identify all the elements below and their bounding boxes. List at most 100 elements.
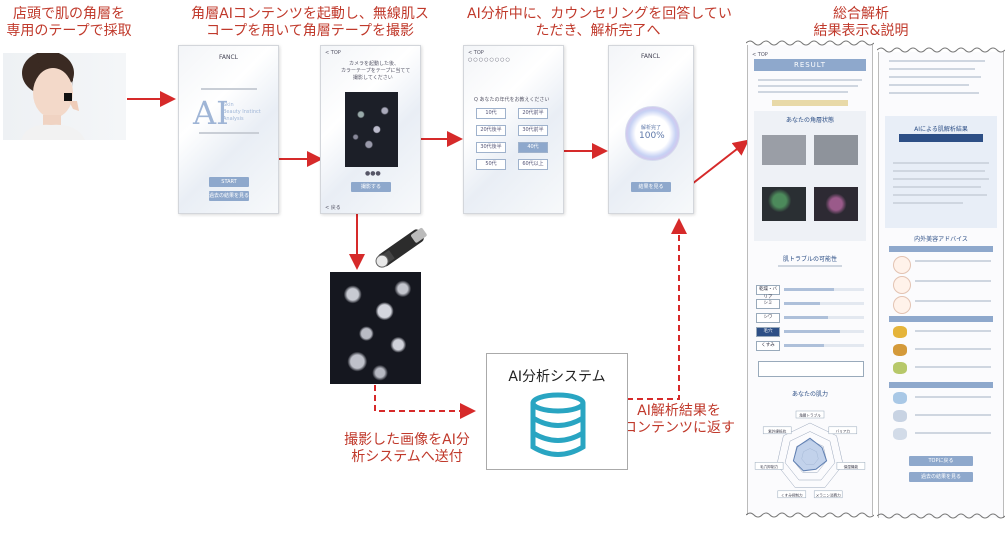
radar-label: 角層トラブル <box>799 413 821 418</box>
age-option[interactable]: 20代後半 <box>476 125 506 136</box>
text-line <box>915 348 991 350</box>
state-heading: あなたの角層状態 <box>785 117 834 124</box>
capture-button[interactable]: 撮影する <box>351 182 391 192</box>
wavy-top-edge <box>746 40 874 46</box>
page-dots: ●●● <box>365 170 381 177</box>
text-line <box>915 260 991 262</box>
trouble-bar <box>784 316 828 319</box>
advice-heading: 内外美容アドバイス <box>914 236 968 243</box>
brand-logo: FANCL <box>641 53 661 60</box>
text-line <box>889 84 969 86</box>
caption-return: AI解析結果を コンテンツに返す <box>621 403 737 437</box>
age-option[interactable]: 40代 <box>518 142 548 153</box>
progress-percent: 100% <box>639 131 665 141</box>
caption-line: 店頭で肌の角層を <box>13 6 125 22</box>
intro-text <box>201 88 257 90</box>
text-line <box>893 194 987 196</box>
brand-logo: FANCL <box>219 54 239 61</box>
face-icon <box>893 276 911 294</box>
camera-preview <box>345 92 398 167</box>
caption-line: 撮影した画像をAI分 <box>344 432 470 448</box>
advice-band-1 <box>889 246 993 252</box>
text-line <box>893 170 985 172</box>
result-title: RESULT <box>793 61 827 69</box>
caption-send: 撮影した画像をAI分 析システムへ送付 <box>339 432 475 466</box>
text-line <box>889 68 975 70</box>
cell-image-2 <box>814 135 858 165</box>
ai-system-box: AI分析システム <box>486 353 628 470</box>
trouble-label: くすみ <box>756 341 780 351</box>
face-icon <box>893 256 911 274</box>
back-to-top-button[interactable]: TOPに戻る <box>909 456 973 466</box>
trouble-label: 毛穴 <box>756 327 780 337</box>
caption-line: 結果表示&説明 <box>813 23 909 39</box>
text-line <box>893 162 989 164</box>
age-option[interactable]: 50代 <box>476 159 506 170</box>
cell-image-1 <box>762 135 806 165</box>
screen-start: FANCL AI Skin Beauty Instinct Analysis S… <box>178 45 279 214</box>
status-label: 解析完了 <box>641 125 662 131</box>
text-line <box>893 186 981 188</box>
caption-step3: AI分析中に、カウンセリングを回答してい ただき、解析完了へ <box>467 6 732 40</box>
screen-capture: < TOP カメラを起動した後、 カラーテープをテープに当てて 撮影してください… <box>320 45 421 214</box>
arrow-screen4-to-result <box>691 139 750 185</box>
view-result-button[interactable]: 結果を見る <box>631 182 671 192</box>
start-button[interactable]: START <box>209 177 249 187</box>
history-button[interactable]: 過去の結果を見る <box>209 191 250 201</box>
caption-step2: 角層AIコンテンツを起動し、無線肌ス コープを用いて角層テープを撮影 <box>186 6 434 40</box>
back-link[interactable]: < TOP <box>468 50 484 56</box>
age-option[interactable]: 30代前半 <box>518 125 548 136</box>
radar-label: バリア力 <box>836 428 851 433</box>
caption-line: 角層AIコンテンツを起動し、無線肌ス <box>191 6 429 22</box>
text-line <box>758 79 862 81</box>
history-button[interactable]: 過去の結果を見る <box>909 472 973 482</box>
radar-area <box>792 437 828 472</box>
screen-complete: FANCL 解析完了 100% 結果を見る <box>608 45 694 214</box>
instruction-line: 撮影してください <box>353 75 393 81</box>
radar-label: 保湿機能 <box>844 464 859 469</box>
skin-scope-device <box>375 227 427 268</box>
radar-label: メラニン消費力 <box>816 492 842 497</box>
subtitle-line: Skin <box>223 102 234 108</box>
ai-result-banner <box>899 134 983 142</box>
instruction-line: カラーテープをテープに当てて <box>341 68 411 74</box>
text-line <box>915 414 991 416</box>
caption-line: AI解析結果を <box>637 403 721 419</box>
text-line <box>915 300 991 302</box>
instruction-line: カメラを起動した後、 <box>349 61 400 67</box>
highlight-bar <box>772 100 848 106</box>
power-heading: あなたの肌力 <box>791 391 828 398</box>
trouble-bar <box>784 330 840 333</box>
radar-grid <box>784 431 836 481</box>
progress-dots: ○○○○○○○○ <box>468 57 511 63</box>
caption-line: AI分析中に、カウンセリングを回答してい <box>467 6 732 22</box>
back-link[interactable]: < TOP <box>325 50 341 56</box>
radar-label-box <box>813 490 843 499</box>
age-option[interactable]: 60代以上 <box>518 159 548 170</box>
caption-line: ただき、解析完了へ <box>535 23 661 39</box>
back-bottom[interactable]: < 戻る <box>325 205 341 211</box>
text-line <box>915 432 991 434</box>
note-box <box>758 361 864 377</box>
radar-label-box <box>777 490 807 499</box>
age-option[interactable]: 20代前半 <box>518 108 548 119</box>
cell-image-3 <box>762 187 806 221</box>
caption-line: コンテンツに返す <box>623 420 735 436</box>
back-link[interactable]: < TOP <box>752 52 768 58</box>
subtitle-line: Analysis <box>223 116 244 122</box>
corneocyte-image <box>330 272 421 384</box>
customer-photo <box>3 53 126 140</box>
caption-line: 総合解析 <box>833 6 889 22</box>
text-line <box>778 265 842 267</box>
age-option[interactable]: 30代後半 <box>476 142 506 153</box>
dashed-arrow-from-ai <box>627 218 687 400</box>
radar-label-box <box>795 410 825 419</box>
trouble-track <box>784 344 864 347</box>
caption-line: 析システムへ送付 <box>351 449 463 465</box>
ai-logo: AI <box>193 94 229 132</box>
subtitle-line: Beauty Instinct <box>223 109 261 115</box>
age-option[interactable]: 10代 <box>476 108 506 119</box>
bean-icon <box>893 344 907 356</box>
